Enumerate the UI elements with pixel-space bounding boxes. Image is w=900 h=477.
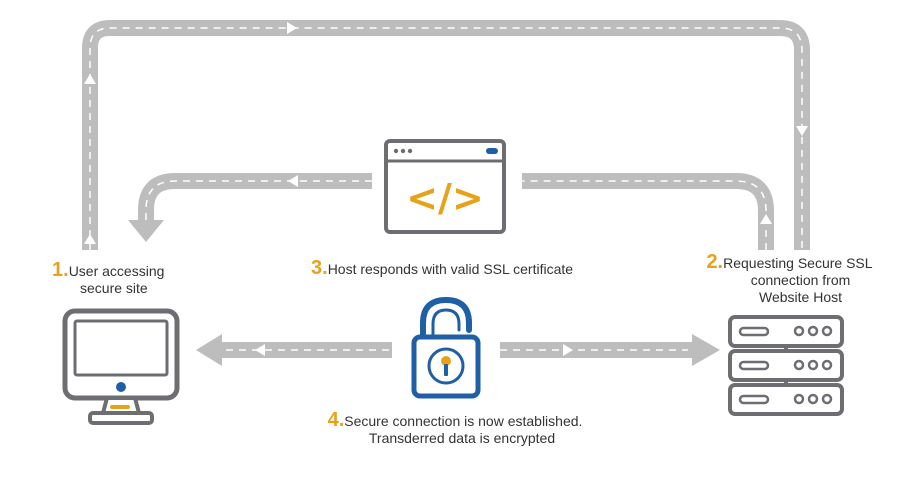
- code-glyph: </>: [406, 176, 484, 220]
- step-2-line-3: Website Host: [759, 289, 842, 305]
- step-3-label: 3.Host responds with valid SSL certifica…: [311, 257, 574, 279]
- host-to-certificate-arrow: [522, 173, 774, 250]
- step-1-line-2: secure site: [80, 280, 148, 296]
- step-3-number: 3.: [311, 257, 328, 279]
- outer-loop-arrow: [82, 20, 810, 250]
- certificate-to-user-arrow: [128, 173, 372, 242]
- server-rack-icon: [728, 315, 844, 416]
- step-2-label: 2.Requesting Secure SSL connection from …: [692, 251, 887, 306]
- padlock-icon: [411, 296, 481, 399]
- step-4-number: 4.: [327, 409, 345, 431]
- step-2-line-1: Requesting Secure SSL: [723, 255, 873, 271]
- step-2-line-2: connection from: [750, 272, 851, 288]
- step-2-number: 2.: [706, 251, 724, 273]
- step-1-label: 1.User accessing secure site: [52, 259, 165, 297]
- step-1-line-1: User accessing: [68, 263, 165, 279]
- desktop-computer-icon: [62, 308, 180, 425]
- server-unit: [728, 315, 844, 348]
- lock-to-host-arrow: [500, 334, 720, 366]
- server-unit: [728, 349, 844, 382]
- step-3-line-1: Host responds with valid SSL certificate: [327, 261, 574, 277]
- step-4-label: 4.Secure connection is now established. …: [310, 409, 600, 447]
- step-4-line-1: Secure connection is now established.: [344, 413, 583, 429]
- step-1-number: 1.: [52, 259, 69, 281]
- lock-to-user-arrow: [196, 334, 392, 366]
- browser-code-window-icon: </>: [384, 139, 506, 234]
- step-4-line-2: Transderred data is encrypted: [368, 430, 556, 446]
- server-unit: [728, 383, 844, 416]
